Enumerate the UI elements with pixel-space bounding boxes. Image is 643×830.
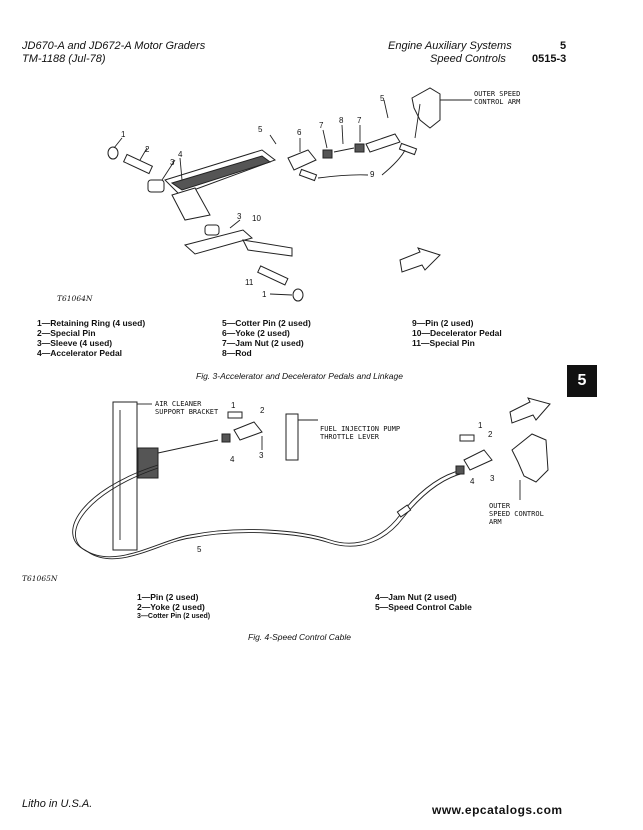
figure-3-legend-col1: 1—Retaining Ring (4 used) 2—Special Pin … [37, 318, 145, 358]
manual-code: TM-1188 (Jul-78) [22, 53, 106, 65]
figure-3-id: T61064N [57, 294, 93, 303]
section-number: 5 [560, 40, 567, 52]
subsection-title: Speed Controls [430, 53, 506, 65]
callout-7b: 7 [357, 116, 362, 125]
label-outer-speed-control-arm-2: OUTER SPEED CONTROL ARM [489, 502, 544, 526]
figure-3-drawing [107, 87, 472, 302]
label-air-cleaner-support-bracket: AIR CLEANER SUPPORT BRACKET [155, 400, 219, 416]
legend-item: 5—Speed Control Cable [375, 602, 472, 612]
legend-item: 5—Cotter Pin (2 used) [222, 318, 311, 328]
fig4-callout-3b: 3 [490, 474, 495, 483]
legend-item: 3—Sleeve (4 used) [37, 338, 113, 348]
fig4-callout-2b: 2 [488, 430, 493, 439]
legend-item: 9—Pin (2 used) [412, 318, 474, 328]
label-fuel-injection-pump-throttle-lever: FUEL INJECTION PUMP THROTTLE LEVER [320, 425, 401, 441]
label-outer-speed-control-arm: OUTER SPEED CONTROL ARM [474, 90, 521, 106]
callout-3b: 3 [237, 212, 242, 221]
callout-9: 9 [370, 170, 375, 179]
legend-item: 1—Pin (2 used) [137, 592, 199, 602]
callout-11: 11 [245, 278, 254, 287]
callout-7: 7 [319, 121, 324, 130]
figure-4-legend-col2: 4—Jam Nut (2 used) 5—Speed Control Cable [375, 592, 472, 612]
legend-item: 3—Cotter Pin (2 used) [137, 613, 211, 620]
section-tab: 5 [567, 365, 597, 397]
figure-4-legend-col1: 1—Pin (2 used) 2—Yoke (2 used) 3—Cotter … [137, 592, 210, 622]
legend-item: 10—Decelerator Pedal [412, 328, 502, 338]
figure-3-caption: Fig. 3-Accelerator and Decelerator Pedal… [196, 371, 403, 381]
figure-4-drawing [72, 397, 551, 560]
figure-3-legend-col2: 5—Cotter Pin (2 used) 6—Yoke (2 used) 7—… [222, 318, 311, 358]
callout-4: 4 [178, 150, 183, 159]
legend-item: 6—Yoke (2 used) [222, 328, 290, 338]
legend-item: 4—Accelerator Pedal [37, 348, 123, 358]
figure-4-id: T61065N [22, 574, 58, 583]
fig4-callout-4: 4 [230, 455, 235, 464]
page-code: 0515-3 [532, 53, 567, 65]
fig4-callout-1: 1 [231, 401, 236, 410]
manual-title: JD670-A and JD672-A Motor Graders [22, 40, 206, 52]
section-title: Engine Auxiliary Systems [388, 40, 512, 52]
fig4-callout-1b: 1 [478, 421, 483, 430]
fig4-callout-3: 3 [259, 451, 264, 460]
legend-item: 7—Jam Nut (2 used) [222, 338, 304, 348]
callout-5b: 5 [380, 94, 385, 103]
callout-8: 8 [339, 116, 344, 125]
legend-item: 2—Special Pin [37, 328, 96, 338]
figure-4-caption: Fig. 4-Speed Control Cable [248, 632, 352, 642]
fig4-callout-2: 2 [260, 406, 265, 415]
litho-note: Litho in U.S.A. [22, 798, 93, 810]
legend-item: 1—Retaining Ring (4 used) [37, 318, 146, 328]
legend-item: 4—Jam Nut (2 used) [375, 592, 457, 602]
legend-item: 8—Rod [222, 348, 252, 358]
callout-2: 2 [145, 145, 150, 154]
legend-item: 2—Yoke (2 used) [137, 602, 205, 612]
fig4-callout-5: 5 [197, 545, 202, 554]
legend-item: 11—Special Pin [412, 338, 475, 348]
callout-10: 10 [252, 214, 261, 223]
callout-5: 5 [258, 125, 263, 134]
callout-6: 6 [297, 128, 302, 137]
callout-1: 1 [121, 130, 126, 139]
figure-3-legend-col3: 9—Pin (2 used) 10—Decelerator Pedal 11—S… [412, 318, 502, 348]
fig4-callout-4b: 4 [470, 477, 475, 486]
watermark: www.epcatalogs.com [432, 803, 563, 817]
callout-3: 3 [170, 158, 175, 167]
callout-1b: 1 [262, 290, 267, 299]
